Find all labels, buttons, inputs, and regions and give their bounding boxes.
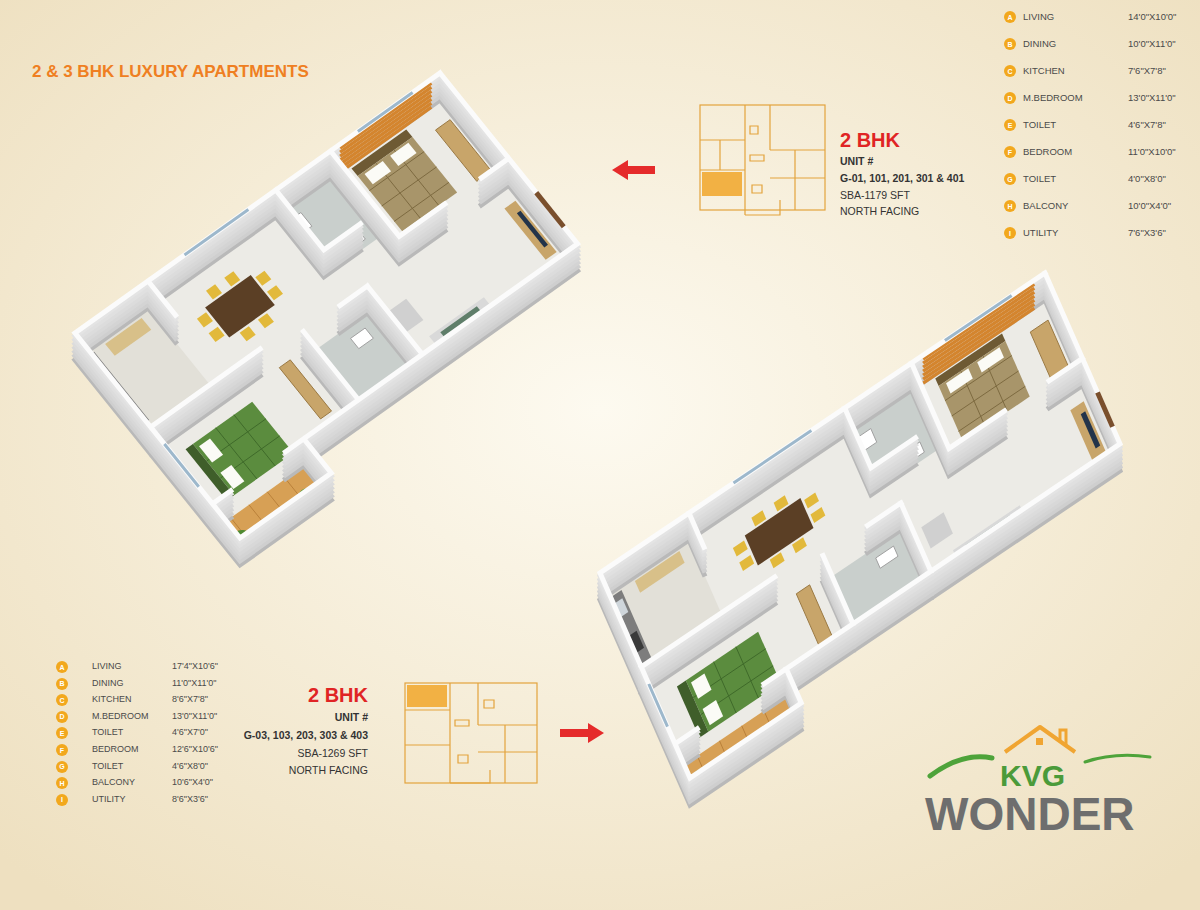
- callout-letter: G: [1007, 176, 1012, 183]
- room-size: 4'0"X8'0": [1128, 174, 1166, 184]
- callout-letter: A: [59, 664, 64, 671]
- key-plan: [405, 683, 537, 783]
- callout-letter: C: [59, 697, 64, 704]
- key-plan: [700, 105, 825, 215]
- room-name: BALCONY: [92, 778, 135, 788]
- room-name: BEDROOM: [1023, 147, 1072, 157]
- callout-letter: H: [1007, 203, 1012, 210]
- room-callout: H: [1004, 200, 1016, 212]
- pointer-arrow: [560, 723, 604, 743]
- callout-letter: F: [1008, 149, 1012, 156]
- callout-letter: A: [1007, 14, 1012, 21]
- room-size: 7'6"X3'6": [1128, 228, 1166, 238]
- unit-type: 2 BHK: [840, 129, 900, 151]
- page-title: 2 & 3 BHK LUXURY APARTMENTS: [32, 63, 309, 82]
- room-callout: D: [1004, 92, 1016, 104]
- callout-letter: B: [1007, 41, 1012, 48]
- callout-letter: G: [59, 763, 64, 770]
- callout-letter: I: [61, 796, 63, 803]
- floor-plan: [600, 273, 1135, 805]
- room-callout: C: [56, 694, 68, 706]
- unit-heading: UNIT #: [840, 156, 873, 168]
- room-name: UTILITY: [1023, 228, 1058, 238]
- room-name: TOILET: [1023, 174, 1056, 184]
- room-callout: I: [1004, 227, 1016, 239]
- unit-heading: UNIT #: [335, 712, 368, 724]
- unit-type: 2 BHK: [308, 684, 368, 706]
- room-name: M.BEDROOM: [1023, 93, 1083, 103]
- room-name: BALCONY: [1023, 201, 1068, 211]
- room-callout: H: [56, 777, 68, 789]
- room-name: M.BEDROOM: [92, 712, 149, 722]
- room-callout: A: [56, 661, 68, 673]
- room-size: 8'6"X7'8": [172, 695, 208, 705]
- room-size: 11'0"X10'0": [1128, 147, 1176, 157]
- room-size: 8'6"X3'6": [172, 795, 208, 805]
- room-size: 10'0"X11'0": [1128, 39, 1176, 49]
- room-name: BEDROOM: [92, 745, 139, 755]
- callout-letter: F: [60, 747, 64, 754]
- room-callout: G: [1004, 173, 1016, 185]
- super-built-area: SBA-1269 SFT: [297, 748, 368, 760]
- room-name: UTILITY: [92, 795, 126, 805]
- brand-mark: KVG: [1000, 759, 1065, 792]
- callout-letter: C: [1007, 68, 1012, 75]
- room-name: KITCHEN: [1023, 66, 1065, 76]
- callout-letter: E: [60, 730, 65, 737]
- callout-letter: B: [59, 680, 64, 687]
- room-callout: F: [56, 744, 68, 756]
- room-size: 4'6"X7'8": [1128, 120, 1166, 130]
- room-callout: B: [56, 678, 68, 690]
- callout-letter: I: [1009, 230, 1011, 237]
- room-name: LIVING: [92, 662, 122, 672]
- room-callout: E: [1004, 119, 1016, 131]
- room-name: KITCHEN: [92, 695, 132, 705]
- room-callout: D: [56, 711, 68, 723]
- room-size: 13'0"X11'0": [1128, 93, 1176, 103]
- room-callout: F: [1004, 146, 1016, 158]
- room-size: 7'6"X7'8": [1128, 66, 1166, 76]
- room-callout: G: [56, 761, 68, 773]
- callout-letter: H: [59, 780, 64, 787]
- callout-letter: D: [59, 713, 64, 720]
- room-size: 17'4"X10'6": [172, 662, 218, 672]
- room-size: 4'6"X7'0": [172, 728, 208, 738]
- unit-numbers: G-03, 103, 203, 303 & 403: [244, 730, 368, 742]
- room-callout: B: [1004, 38, 1016, 50]
- room-callout: C: [1004, 65, 1016, 77]
- floor-plan: [75, 73, 605, 565]
- callout-letter: E: [1008, 122, 1013, 129]
- pointer-arrow: [612, 160, 655, 180]
- room-callout: I: [56, 794, 68, 806]
- room-callout: E: [56, 727, 68, 739]
- room-name: TOILET: [92, 728, 123, 738]
- room-name: TOILET: [1023, 120, 1056, 130]
- room-name: LIVING: [1023, 12, 1054, 22]
- room-name: TOILET: [92, 762, 123, 772]
- room-size: 10'0"X4'0": [1128, 201, 1171, 211]
- super-built-area: SBA-1179 SFT: [840, 190, 910, 202]
- room-size: 13'0"X11'0": [172, 712, 217, 722]
- room-size: 12'6"X10'6": [172, 745, 218, 755]
- facing: NORTH FACING: [289, 765, 368, 777]
- room-callout: A: [1004, 11, 1016, 23]
- room-name: DINING: [1023, 39, 1056, 49]
- unit-numbers: G-01, 101, 201, 301 & 401: [840, 173, 964, 185]
- room-size: 11'0"X11'0": [172, 679, 217, 689]
- room-size: 10'6"X4'0": [172, 778, 213, 788]
- brand-name: WONDER: [925, 789, 1135, 840]
- room-size: 4'6"X8'0": [172, 762, 208, 772]
- callout-letter: D: [1007, 95, 1012, 102]
- facing: NORTH FACING: [840, 206, 919, 218]
- room-name: DINING: [92, 679, 124, 689]
- room-size: 14'0"X10'0": [1128, 12, 1176, 22]
